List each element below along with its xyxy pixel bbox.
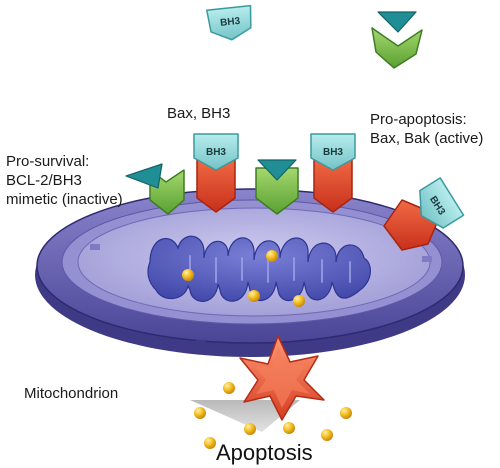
membrane-notch <box>422 256 432 262</box>
cytochrome-c <box>248 290 260 302</box>
membrane-notch <box>196 340 206 346</box>
bcl2-bh3-complex-free <box>371 11 423 69</box>
cytochrome-c <box>223 382 235 394</box>
bax-bh3-protein: BH3 <box>310 133 356 213</box>
cytochrome-c <box>204 437 216 449</box>
label-pro-apoptosis-2: Bax, Bak (active) <box>370 130 484 147</box>
cytochrome-c <box>283 422 295 434</box>
bax-bak-active-protein: BH3 <box>383 177 465 251</box>
cytochrome-c <box>244 423 256 435</box>
bcl2-bh3-mimetic-inactive <box>125 163 185 215</box>
cytochrome-c <box>194 407 206 419</box>
bcl2-bh3-complex <box>255 159 299 215</box>
label-pro-survival-3: mimetic (inactive) <box>6 191 123 208</box>
label-pro-survival-1: Pro-survival: <box>6 153 90 170</box>
label-bax-bh3: Bax, BH3 <box>167 105 231 122</box>
label-mitochondrion: Mitochondrion <box>24 385 119 402</box>
bax-bak-pore <box>239 335 325 421</box>
cytochrome-c <box>293 295 305 307</box>
membrane-notch <box>90 244 100 250</box>
label-pro-survival-2: BCL-2/BH3 <box>6 172 82 189</box>
cytochrome-c <box>321 429 333 441</box>
mitochondrion <box>35 188 465 357</box>
bh3-protein-free: BH3 <box>206 4 252 41</box>
cytochrome-c <box>182 269 194 281</box>
bh3-tag-label: BH3 <box>206 147 226 158</box>
bh3-tag-label: BH3 <box>220 16 241 29</box>
cytochrome-c <box>340 407 352 419</box>
label-pro-apoptosis-1: Pro-apoptosis: <box>370 111 467 128</box>
pore-shadow <box>190 400 300 432</box>
bh3-tag-label: BH3 <box>323 147 343 158</box>
cristae <box>147 235 371 302</box>
cytochrome-c-particles <box>182 250 352 449</box>
cytochrome-c <box>266 250 278 262</box>
bax-bh3-protein: BH3 <box>193 133 239 213</box>
label-apoptosis: Apoptosis <box>216 440 313 465</box>
